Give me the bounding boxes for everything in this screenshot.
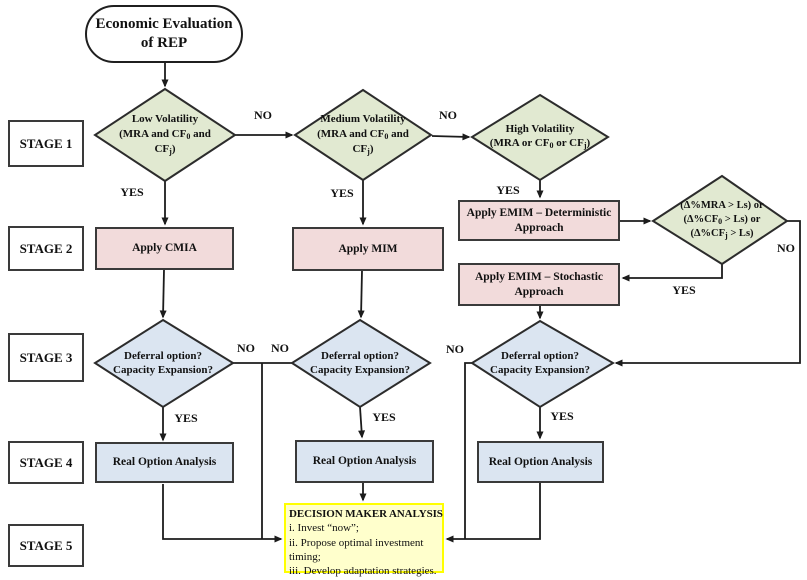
medium-line-1: Medium Volatility: [320, 113, 406, 126]
stage-4-text: STAGE 4: [19, 454, 73, 470]
process-apply-mim: Apply MIM: [292, 227, 444, 271]
label-yes-low: YES: [120, 185, 144, 199]
label-no-deferral-2: NO: [271, 341, 289, 355]
edge-threshold-yes-to-emim-sto: [621, 264, 723, 282]
stage-5-text: STAGE 5: [19, 537, 73, 553]
high-line-1: High Volatility: [505, 123, 575, 136]
medium-line-2: (MRA and CF0 and: [317, 127, 409, 141]
decision-deferral-1: Deferral option? Capacity Expansion?: [98, 337, 228, 389]
decision-medium-volatility: Medium Volatility (MRA and CF0 and CFj): [298, 106, 428, 164]
start-node: Economic Evaluation of REP: [85, 5, 243, 63]
decision-maker-title: DECISION MAKER ANALYSIS: [289, 508, 443, 520]
deferral-2-line-1: Deferral option?: [321, 349, 399, 362]
stage-4-label: STAGE 4: [8, 441, 84, 484]
decision-diamonds: [93, 87, 789, 409]
deferral-3-line-2: Capacity Expansion?: [490, 364, 590, 376]
edge-mim-to-deferral2: [357, 270, 365, 319]
edge-deferral2-yes-to-roa2: [358, 406, 366, 439]
decision-deferral-3: Deferral option? Capacity Expansion?: [475, 337, 605, 389]
decision-threshold: (Δ%MRA > Ls) or (Δ%CF0 > Ls) or (Δ%CFj >…: [658, 193, 786, 248]
edge-roa1-to-decision: [162, 484, 283, 543]
stage-1-text: STAGE 1: [19, 135, 73, 151]
diamond-medium-volatility: [293, 88, 433, 182]
medium-line-3: CFj): [352, 143, 374, 157]
diamond-threshold: [651, 174, 789, 266]
threshold-line-1: (Δ%MRA > Ls) or: [680, 200, 764, 212]
low-line-3: CFj): [154, 143, 176, 157]
emim-sto-line-2: Approach: [514, 285, 564, 298]
label-no-threshold: NO: [777, 241, 795, 255]
diamond-high-volatility: [470, 93, 610, 182]
label-yes-medium: YES: [330, 186, 354, 200]
edge-deferral3-no-drop: [464, 362, 472, 539]
label-yes-threshold: YES: [672, 283, 696, 297]
apply-mim-text: Apply MIM: [338, 242, 398, 255]
stage-2-label: STAGE 2: [8, 226, 84, 271]
diamond-low-volatility: [93, 87, 237, 183]
roa-1-text: Real Option Analysis: [112, 456, 217, 469]
label-no-deferral-1: NO: [237, 341, 255, 355]
label-no-low-to-medium: NO: [254, 108, 272, 122]
roa-3-text: Real Option Analysis: [488, 455, 593, 468]
emim-sto-line-1: Apply EMIM – Stochastic: [474, 270, 604, 283]
label-yes-deferral-1: YES: [174, 411, 198, 425]
stage-3-text: STAGE 3: [19, 349, 73, 365]
decision-high-volatility: High Volatility (MRA or CF0 or CFj): [478, 114, 602, 160]
decision-item-2: ii. Propose optimal investment timing;: [289, 536, 424, 563]
label-no-deferral-3: NO: [446, 342, 464, 356]
roa-2-text: Real Option Analysis: [312, 455, 417, 468]
process-roa-3: Real Option Analysis: [477, 441, 604, 483]
process-roa-2: Real Option Analysis: [295, 440, 434, 483]
edge-threshold-no-to-deferral3: [614, 220, 801, 367]
low-line-1: Low Volatility: [131, 113, 199, 126]
process-apply-emim-deterministic: Apply EMIM – Deterministic Approach: [458, 200, 620, 241]
label-yes-deferral-2: YES: [372, 410, 396, 424]
emim-det-line-1: Apply EMIM – Deterministic: [466, 206, 612, 219]
process-roa-1: Real Option Analysis: [95, 442, 234, 483]
edge-roa3-to-decision: [445, 483, 541, 543]
deferral-2-line-2: Capacity Expansion?: [310, 364, 410, 376]
decision-maker-analysis: DECISION MAKER ANALYSIS i. Invest “now”;…: [284, 503, 444, 577]
threshold-line-3: (Δ%CFj > Ls): [690, 228, 754, 241]
process-apply-cmia: Apply CMIA: [95, 227, 234, 270]
edge-medium-no-to-high: [431, 133, 471, 141]
start-label: Economic Evaluation of REP: [95, 16, 233, 51]
diamond-deferral-2: [290, 318, 432, 409]
decision-low-volatility: Low Volatility (MRA and CF0 and CFj): [100, 106, 230, 164]
stage-3-label: STAGE 3: [8, 333, 84, 382]
label-no-medium-to-high: NO: [439, 108, 457, 122]
process-apply-emim-stochastic: Apply EMIM – Stochastic Approach: [458, 263, 620, 306]
apply-cmia-text: Apply CMIA: [132, 242, 197, 255]
diamond-deferral-3: [470, 319, 615, 409]
connector-lines: [159, 63, 801, 543]
deferral-3-line-1: Deferral option?: [501, 349, 579, 362]
stage-2-text: STAGE 2: [19, 240, 73, 256]
deferral-1-line-2: Capacity Expansion?: [113, 364, 213, 376]
threshold-line-2: (Δ%CF0 > Ls) or: [683, 213, 761, 226]
low-line-2: (MRA and CF0 and: [119, 127, 211, 141]
deferral-1-line-1: Deferral option?: [124, 349, 202, 362]
decision-item-3: iii. Develop adaptation strategies.: [289, 565, 437, 578]
high-line-2: (MRA or CF0 or CFj): [489, 137, 591, 151]
label-yes-deferral-3: YES: [550, 409, 574, 423]
emim-det-line-2: Approach: [514, 221, 564, 234]
decision-item-1: i. Invest “now”;: [289, 522, 359, 535]
decision-deferral-2: Deferral option? Capacity Expansion?: [295, 337, 425, 389]
stage-5-label: STAGE 5: [8, 524, 84, 567]
label-yes-high: YES: [496, 183, 520, 197]
edge-cmia-to-deferral1: [159, 269, 167, 319]
diamond-deferral-1: [93, 318, 235, 409]
stage-1-label: STAGE 1: [8, 120, 84, 167]
